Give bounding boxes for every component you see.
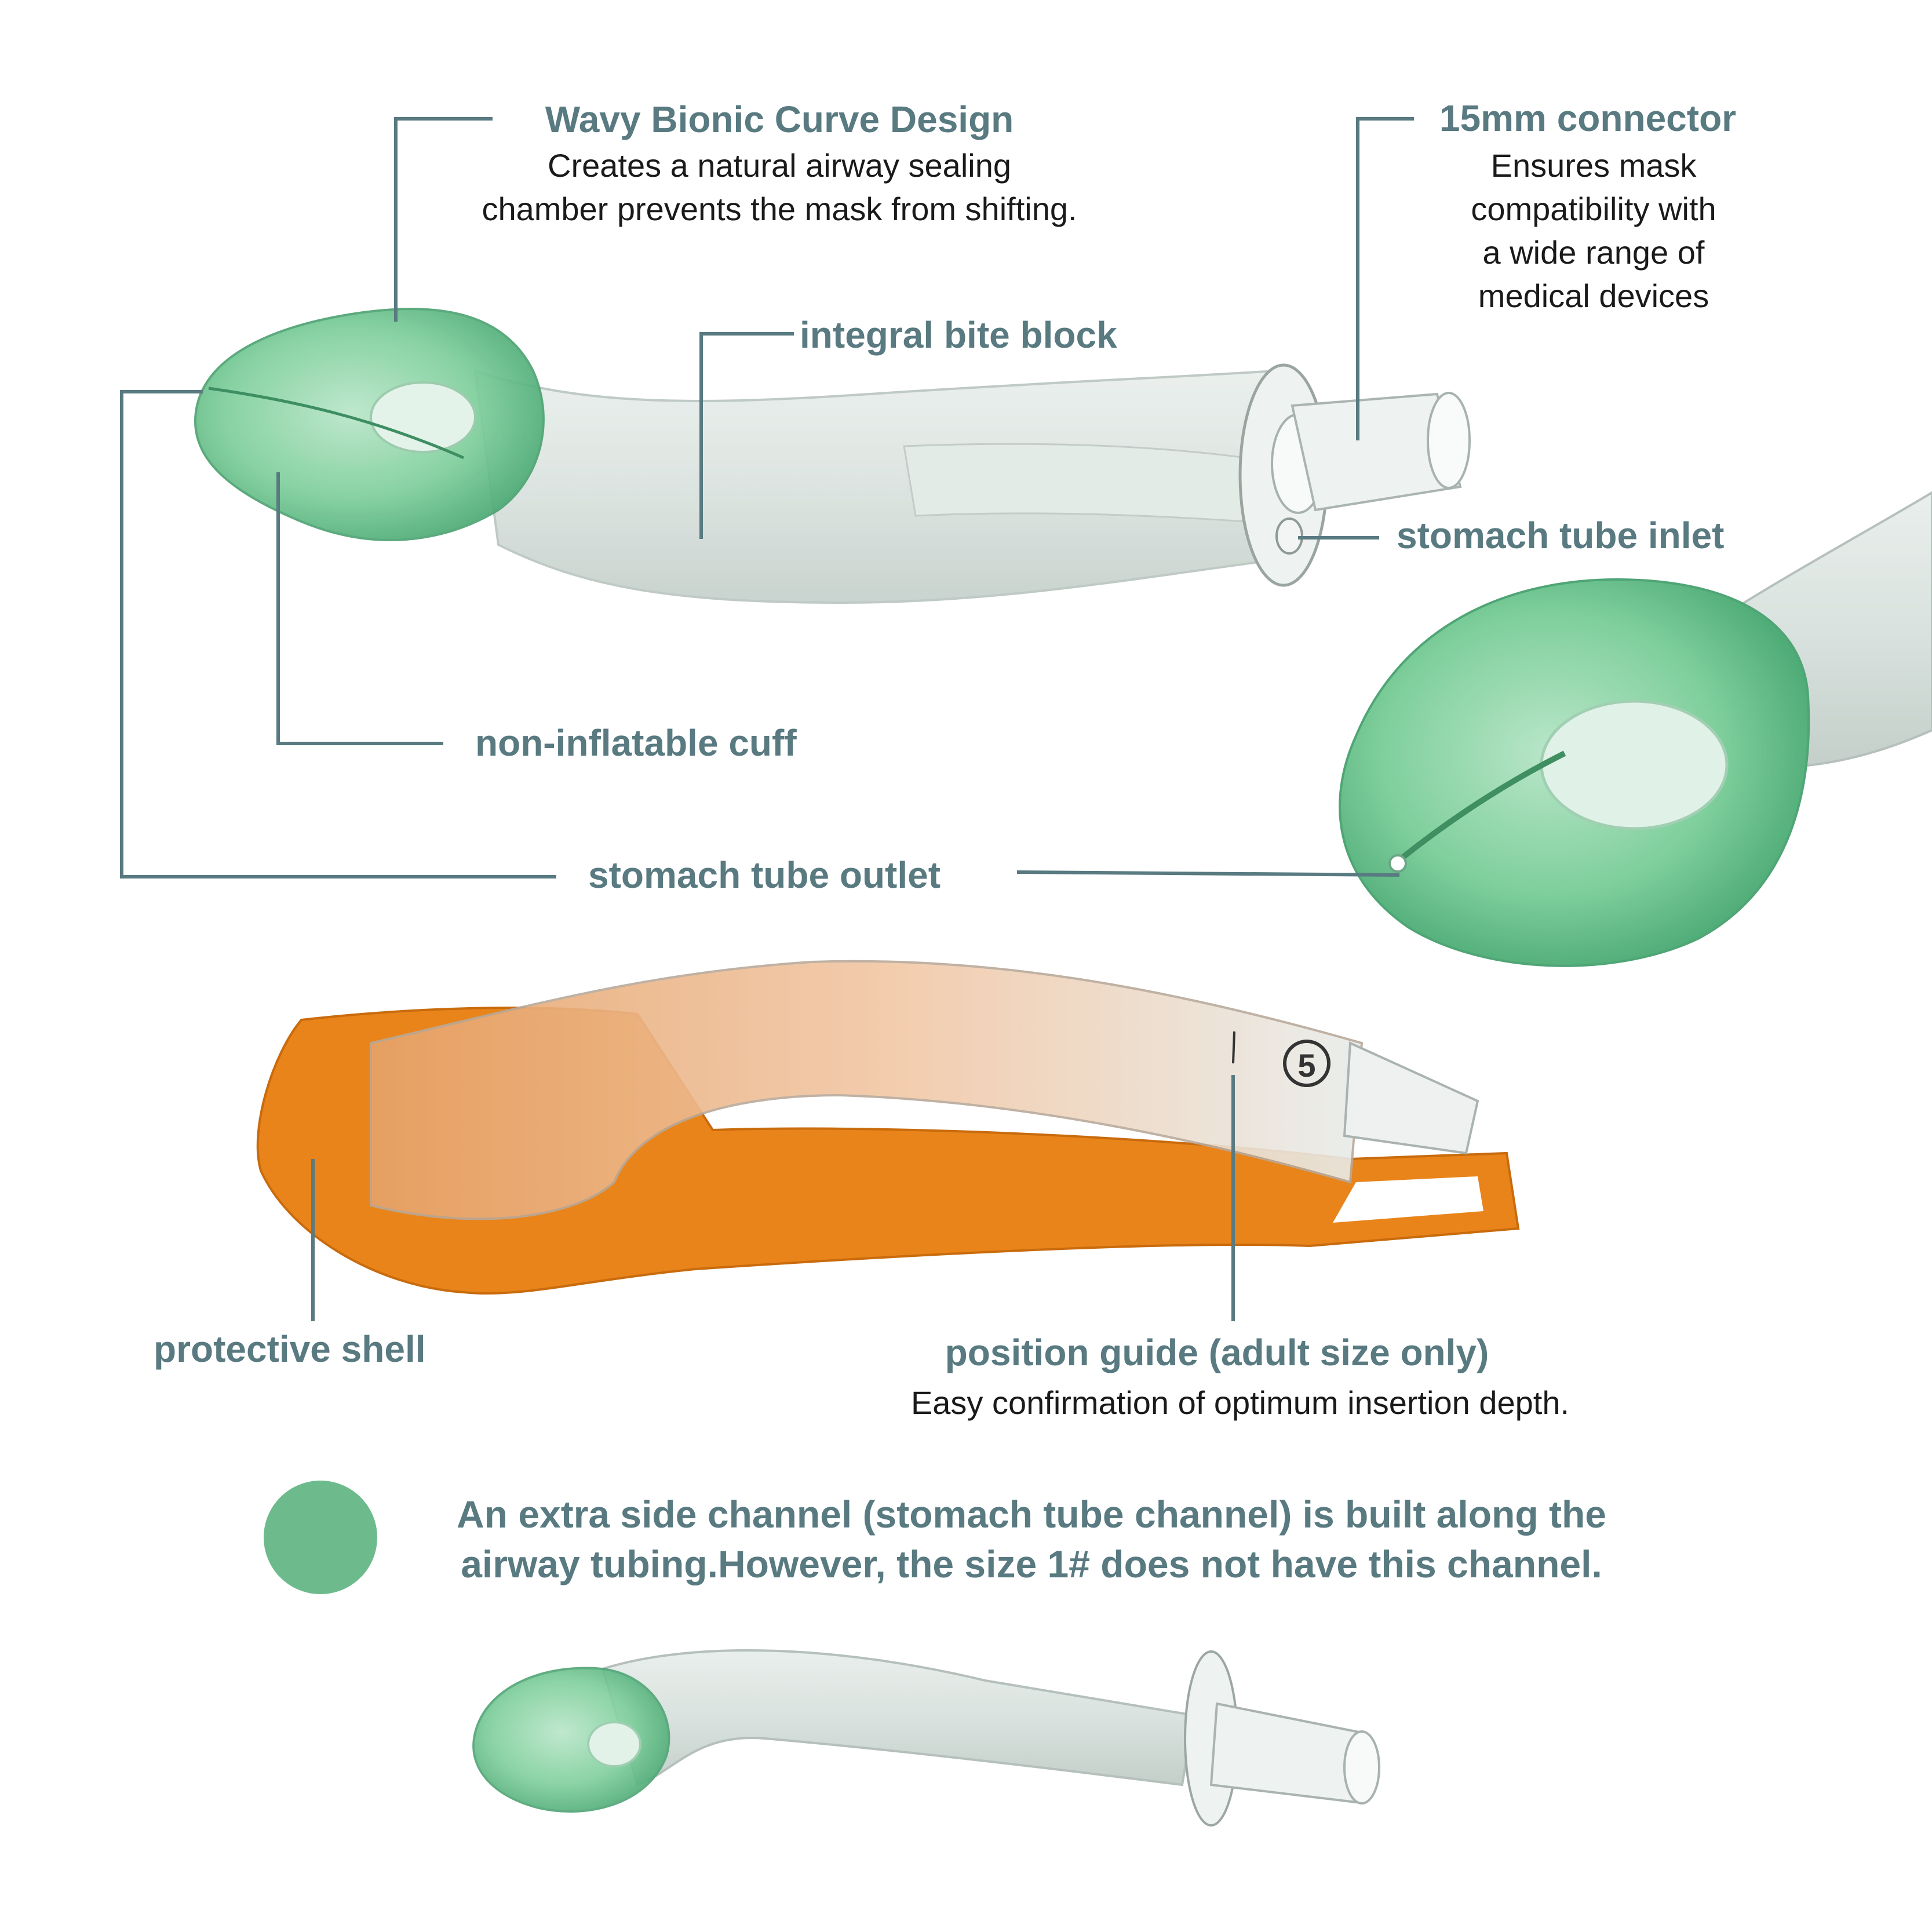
position-guide-description: Easy confirmation of optimum insertion d…	[910, 1384, 1570, 1421]
wavy-design-title: Wavy Bionic Curve Design	[545, 99, 1014, 140]
note-bullet	[264, 1481, 377, 1594]
top-green-cuff	[194, 308, 545, 541]
top-airway-device	[194, 308, 1471, 604]
outlet-leader-left	[120, 390, 556, 878]
stomach-tube-outlet-label: stomach tube outlet	[588, 854, 941, 896]
closeup-cuff-opening	[1540, 699, 1729, 830]
connector-desc-line-4: medical devices	[1478, 278, 1709, 314]
side-channel-note: An extra side channel (stomach tube chan…	[457, 1493, 1606, 1585]
closeup-channel	[1400, 750, 1566, 860]
wavy-design-description: Creates a natural airway sealing chamber…	[406, 144, 1153, 231]
shell-handle-cutout	[1333, 1176, 1483, 1223]
bottom-airway-tube	[601, 1649, 1195, 1787]
bottom-green-cuff	[472, 1667, 670, 1813]
top-15mm-connector	[1291, 392, 1462, 512]
leader-lines	[120, 117, 1414, 1321]
closeup-stomach-outlet	[1388, 854, 1407, 873]
wavy-leader	[394, 117, 493, 322]
position-guide-title: position guide (adult size only)	[945, 1332, 1489, 1373]
top-side-channel	[903, 443, 1247, 523]
stomach-tube-inlet-label: stomach tube inlet	[1397, 515, 1725, 556]
non-inflatable-cuff-label: non-inflatable cuff	[475, 722, 797, 764]
connector-leader	[1356, 117, 1414, 440]
connector-desc-line-2: compatibility with	[1471, 191, 1716, 227]
outlet-leader-right	[1016, 870, 1400, 877]
protective-shell-label: protective shell	[154, 1328, 426, 1370]
connector-title: 15mm connector	[1439, 97, 1737, 139]
connector-desc-line-1: Ensures mask	[1490, 147, 1697, 184]
bottom-airway-device	[472, 1649, 1380, 1827]
size-marking-ring	[1283, 1040, 1330, 1087]
connector-desc-line-3: a wide range of	[1482, 234, 1705, 271]
top-cuff-groove	[208, 387, 465, 460]
bite-block-leader	[699, 332, 794, 539]
wavy-desc-line-1: Creates a natural airway sealing	[548, 147, 1011, 184]
cuff-leader	[276, 472, 443, 745]
size-marking: 5	[1297, 1047, 1315, 1084]
middle-connector	[1343, 1041, 1479, 1155]
top-connector-end	[1427, 392, 1471, 489]
bottom-cuff-opening	[587, 1721, 641, 1767]
wavy-desc-line-2: chamber prevents the mask from shifting.	[482, 191, 1077, 227]
mask-closeup	[1339, 491, 1932, 967]
top-cuff-opening	[370, 381, 476, 453]
bottom-connector	[1209, 1702, 1364, 1804]
position-guide-mark	[1232, 1031, 1235, 1064]
bite-block-label: integral bite block	[800, 314, 1117, 356]
bottom-connector-end	[1343, 1730, 1380, 1805]
middle-airway-device: 5	[256, 960, 1520, 1295]
connector-description: Ensures mask compatibility with a wide r…	[1414, 144, 1773, 318]
